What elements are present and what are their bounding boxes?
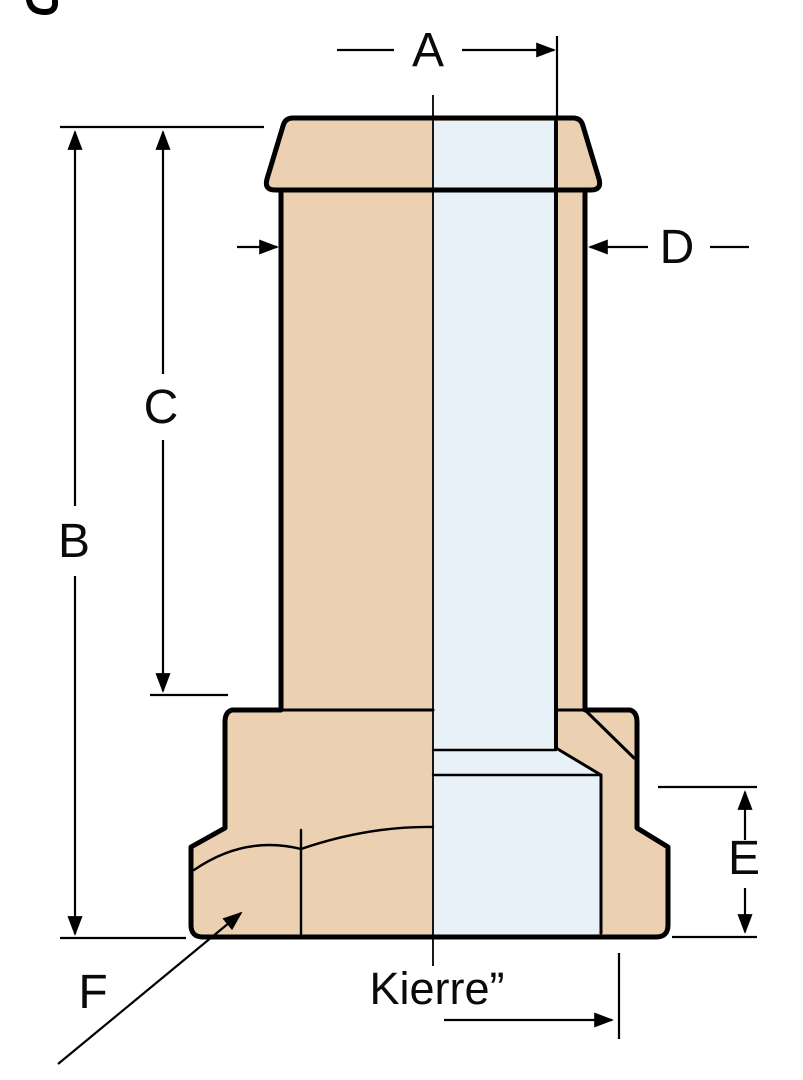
dim-f-label: F: [78, 966, 107, 1019]
body-outline: [188, 187, 671, 940]
hex-chamfer-arc-middle: [299, 825, 435, 851]
dimension-e: E: [658, 785, 760, 939]
label-f: F: [57, 911, 243, 1065]
cropped-glyph-artifact: [26, 0, 59, 15]
bore-section-fill: [433, 121, 601, 935]
dimension-c: C: [60, 125, 264, 697]
dim-c-label: C: [144, 381, 179, 434]
hex-chamfer-arc-left: [192, 843, 303, 872]
shoulder-chamfer-diagonal: [583, 708, 636, 760]
dimension-b: B: [58, 130, 186, 940]
body-outlines: [188, 115, 671, 940]
dim-a-label: A: [412, 24, 444, 77]
dimension-a: A: [337, 24, 559, 118]
thread-size-label: Kierre”: [369, 963, 504, 1014]
dim-f-leader-line: [57, 911, 243, 1065]
thread-dimension: Kierre”: [369, 953, 621, 1039]
dim-e-label: E: [728, 832, 760, 885]
bore-chamfer-line: [554, 746, 603, 777]
dim-b-label: B: [58, 515, 90, 568]
barb-cap-outline: [263, 115, 603, 193]
dimension-d: D: [237, 221, 749, 274]
dim-d-label: D: [660, 221, 695, 274]
body-fills: [191, 118, 668, 937]
